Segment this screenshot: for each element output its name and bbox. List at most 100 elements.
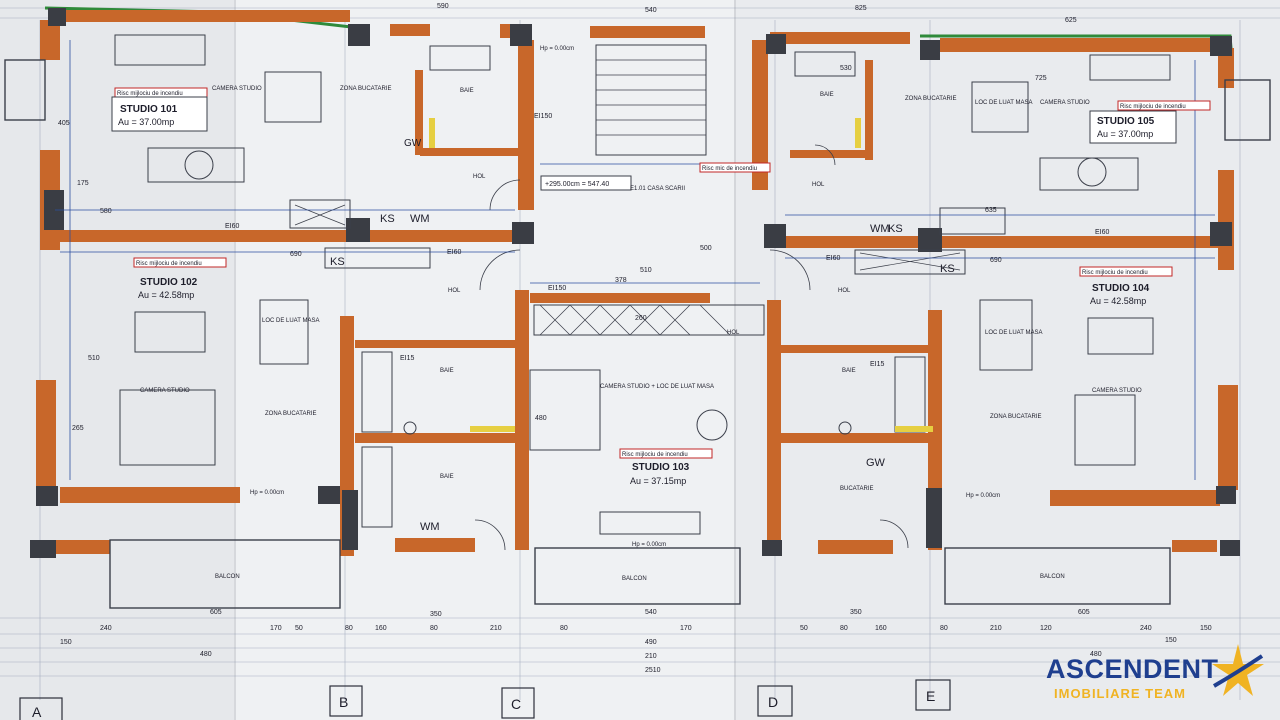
studio-103-title: STUDIO 103 (632, 462, 690, 473)
bath-102-label: BAIE (440, 368, 454, 374)
fire-tag-3: EI60 (1095, 229, 1110, 236)
balcony-right-label: BALCON (1040, 574, 1065, 580)
studio-101-title: STUDIO 101 (120, 104, 178, 115)
studio-102-area: Au = 42.58mp (138, 290, 194, 300)
dim-150-right: 150 (1165, 637, 1177, 644)
kitchen-101-label: ZONA BUCATARIE (340, 86, 391, 92)
studio-103-room: CAMERA STUDIO + LOC DE LUAT MASA (600, 384, 714, 390)
dining-105-label: LOC DE LUAT MASA (975, 100, 1032, 106)
studio-101-area: Au = 37.00mp (118, 117, 174, 127)
dim-2510: 2510 (645, 667, 661, 674)
studio-104-title: STUDIO 104 (1092, 283, 1150, 294)
dimension-value: 510 (88, 355, 100, 362)
kitchen-103-label: BUCATARIE (840, 486, 873, 492)
hol-102-label: HOL (448, 288, 461, 294)
dim-480-right: 480 (1090, 651, 1102, 658)
level-marker-bottom: Hp = 0.00cm (632, 542, 666, 548)
dimension-value: 580 (100, 208, 112, 215)
level-marker-left: Hp = 0.00cm (250, 490, 284, 496)
segment-dim: 240 (1140, 625, 1152, 632)
hol-104-label: HOL (838, 288, 851, 294)
logo-name: ASCENDENT (1046, 654, 1219, 684)
studio-105-room: CAMERA STUDIO (1040, 100, 1090, 106)
dimension-value: 690 (290, 251, 302, 258)
logo-tagline: IMOBILIARE TEAM (1054, 686, 1186, 701)
stair-label: E1.01 CASA SCARII (630, 186, 685, 192)
segment-dim: 160 (375, 625, 387, 632)
balcony-mid-label: BALCON (622, 576, 647, 582)
segment-dim: 80 (430, 625, 438, 632)
dimension-values: 5806903785106906357255302601754055102654… (58, 65, 1047, 432)
dim-top-825: 825 (855, 5, 867, 12)
balcony-left-label: BALCON (215, 574, 240, 580)
bottom-totals: 605 350 540 350 605 490 2510 150 150 480… (60, 609, 1177, 674)
studio-104-room: CAMERA STUDIO (1092, 388, 1142, 394)
segment-dim: 120 (1040, 625, 1052, 632)
axis-c: C (511, 696, 521, 712)
dishwasher-101-tag: GW (404, 138, 422, 149)
kitchen-102-label: ZONA BUCATARIE (265, 411, 316, 417)
studio-102-room: CAMERA STUDIO (140, 388, 190, 394)
segment-dim: 50 (800, 625, 808, 632)
dimension-value: 530 (840, 65, 852, 72)
kitchen-105-label: ZONA BUCATARIE (905, 96, 956, 102)
axis-b: B (339, 694, 348, 710)
dining-102-label: LOC DE LUAT MASA (262, 318, 319, 324)
dim-480-left: 480 (200, 651, 212, 658)
studio-104-risk: Risc mijlociu de incendiu (1082, 270, 1148, 276)
level-marker-right: Hp = 0.00cm (966, 493, 1000, 499)
dim-490: 490 (645, 639, 657, 646)
total-1: 605 (210, 609, 222, 616)
fridge-101-tag: KS (380, 213, 395, 225)
segment-dim: 170 (270, 625, 282, 632)
dining-104-label: LOC DE LUAT MASA (985, 330, 1042, 336)
fire-tag-5: EI15 (400, 355, 415, 362)
kitchen-104-label: ZONA BUCATARIE (990, 414, 1041, 420)
axis-a: A (32, 704, 42, 720)
dim-top-625: 625 (1065, 17, 1077, 24)
hol-105-label: HOL (812, 182, 825, 188)
fridge-105-tag: KS (888, 223, 903, 235)
segment-dim: 80 (940, 625, 948, 632)
hol-103-label: HOL (727, 330, 740, 336)
dimension-value: 690 (990, 257, 1002, 264)
stair-risk: Risc mic de incendiu (702, 166, 757, 172)
bath-105-label: BAIE (820, 92, 834, 98)
fridge-104-tag: KS (940, 263, 955, 275)
dimension-value: 480 (535, 415, 547, 422)
axis-e: E (926, 688, 935, 704)
fire-tag-4: EI60 (826, 255, 841, 262)
studio-102-risk: Risc mijlociu de incendiu (136, 261, 202, 267)
washer-101-tag: WM (410, 213, 430, 225)
studio-105-title: STUDIO 105 (1097, 116, 1155, 127)
studio-103-area: Au = 37.15mp (630, 476, 686, 486)
studio-105-risk: Risc mijlociu de incendiu (1120, 104, 1186, 110)
stair-level: +295.00cm = 547.40 (545, 181, 609, 188)
studio-103-risk: Risc mijlociu de incendiu (622, 452, 688, 458)
fire-tag-1: EI60 (225, 223, 240, 230)
washer-103-tag: WM (420, 521, 440, 533)
segment-dim: 80 (840, 625, 848, 632)
dim-top-590: 590 (437, 3, 449, 10)
studio-102-title: STUDIO 102 (140, 277, 198, 288)
studio-101-risk: Risc mijlociu de incendiu (117, 91, 183, 97)
dimension-value: 635 (985, 207, 997, 214)
total-2: 350 (430, 611, 442, 618)
dimension-value: 378 (615, 277, 627, 284)
segment-dim: 150 (1200, 625, 1212, 632)
dishwasher-104-tag: GW (866, 457, 886, 469)
dim-150-left: 150 (60, 639, 72, 646)
level-marker-top: Hp = 0.00cm (540, 46, 574, 52)
fire-tag-6: EI15 (870, 361, 885, 368)
segment-dim: 160 (875, 625, 887, 632)
fire-tag-7: EI150 (534, 113, 552, 120)
axis-d: D (768, 694, 778, 710)
segment-dim: 170 (680, 625, 692, 632)
fire-tag-2: EI60 (447, 249, 462, 256)
studio-105-area: Au = 37.00mp (1097, 129, 1153, 139)
segment-dim: 80 (560, 625, 568, 632)
bath-103-label: BAIE (440, 474, 454, 480)
segment-dim: 210 (490, 625, 502, 632)
segment-dim: 80 (345, 625, 353, 632)
